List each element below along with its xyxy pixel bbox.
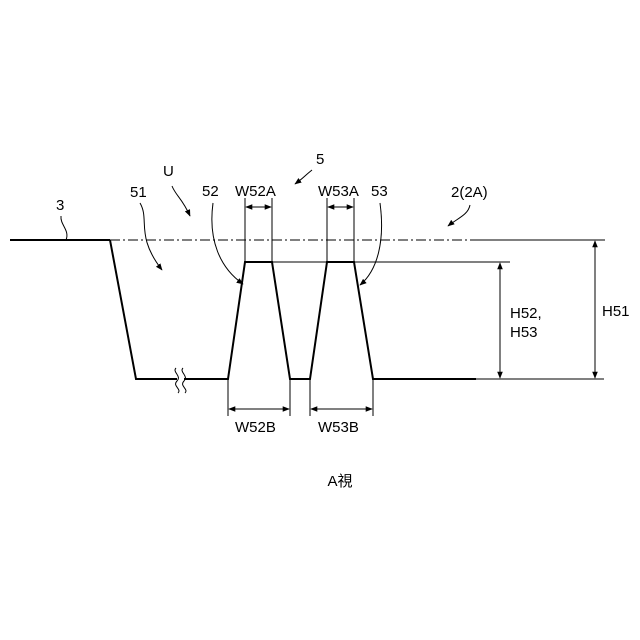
- arrow-2-2a: [448, 205, 470, 226]
- arrow-52: [212, 203, 243, 284]
- arrow-51: [140, 203, 162, 270]
- label-w52a: W52A: [235, 183, 276, 200]
- groove-profile-left: [110, 240, 177, 379]
- groove-profile-protrusions: [184, 262, 476, 379]
- break-mark: [175, 368, 179, 393]
- arrow-5: [295, 170, 312, 184]
- label-51: 51: [130, 184, 147, 201]
- label-h53: H53: [510, 324, 538, 341]
- break-mark-2: [182, 368, 186, 393]
- label-3: 3: [56, 197, 64, 214]
- arrow-53: [360, 203, 382, 285]
- label-5: 5: [316, 151, 324, 168]
- label-w53a: W53A: [318, 183, 359, 200]
- label-52: 52: [202, 183, 219, 200]
- label-h51: H51: [602, 303, 630, 320]
- label-2-2a: 2(2A): [451, 184, 488, 201]
- label-h52: H52,: [510, 305, 542, 322]
- label-w53b: W53B: [318, 419, 359, 436]
- label-U: U: [163, 163, 174, 180]
- caption-view-a: A視: [327, 473, 352, 490]
- leader-3: [61, 216, 67, 240]
- label-w52b: W52B: [235, 419, 276, 436]
- arrow-U: [172, 186, 190, 216]
- label-53: 53: [371, 183, 388, 200]
